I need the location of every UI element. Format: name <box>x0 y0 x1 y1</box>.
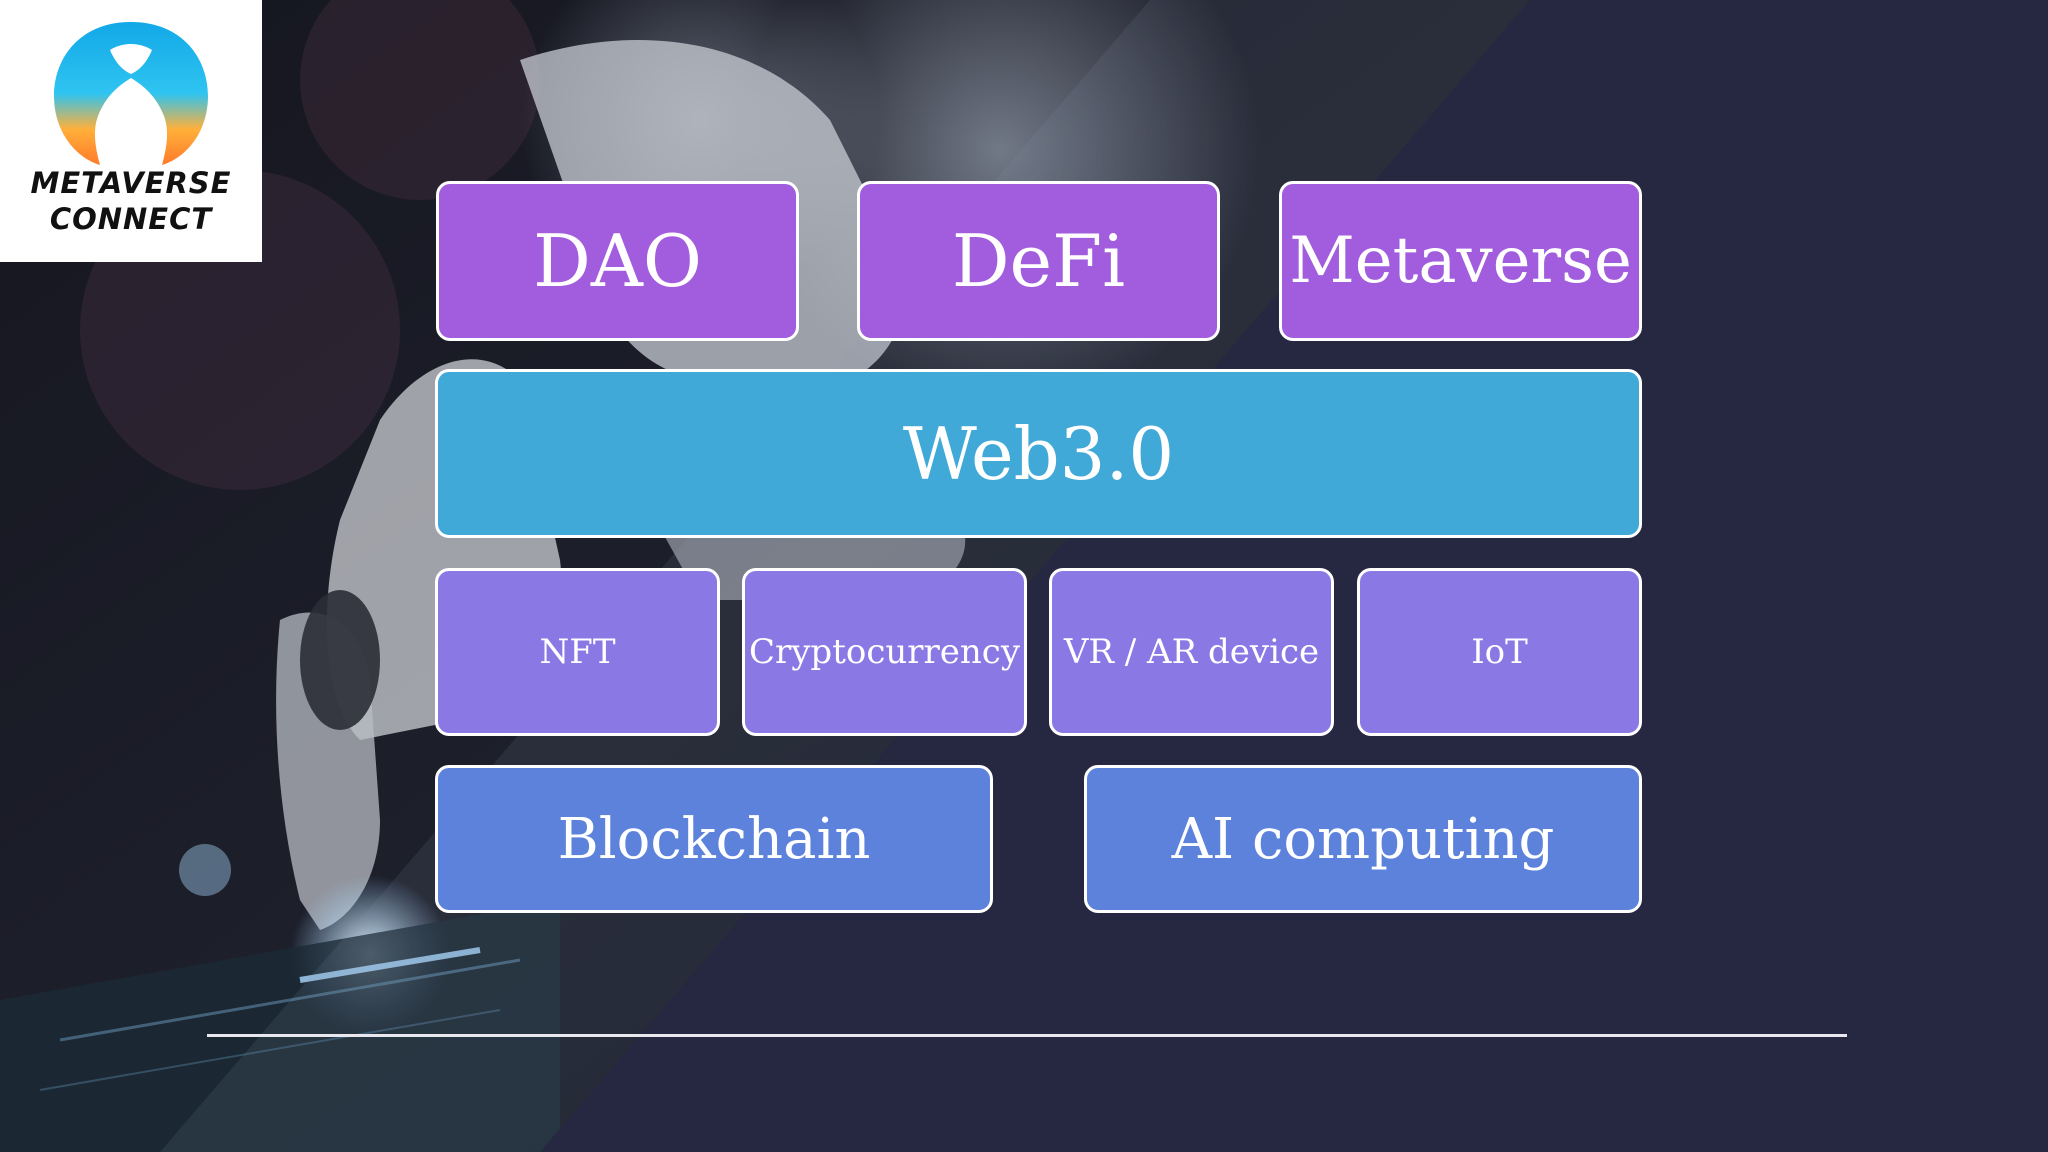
metaverse-connect-logo: METAVERSE CONNECT <box>0 0 262 262</box>
web3-box: Web3.0 <box>435 369 1642 538</box>
metaverse-box: Metaverse <box>1279 181 1642 341</box>
ai-computing-box: AI computing <box>1084 765 1642 913</box>
blockchain-box: Blockchain <box>435 765 993 913</box>
cryptocurrency-box: Cryptocurrency <box>742 568 1027 736</box>
logo-mark-icon <box>54 22 208 165</box>
nft-box: NFT <box>435 568 720 736</box>
iot-box: IoT <box>1357 568 1642 736</box>
defi-box: DeFi <box>857 181 1220 341</box>
vr-ar-device-box: VR / AR device <box>1049 568 1334 736</box>
divider-line <box>207 1034 1847 1037</box>
logo-text-line2: CONNECT <box>49 202 213 236</box>
dao-box: DAO <box>436 181 799 341</box>
logo-text-line1: METAVERSE <box>30 166 232 200</box>
